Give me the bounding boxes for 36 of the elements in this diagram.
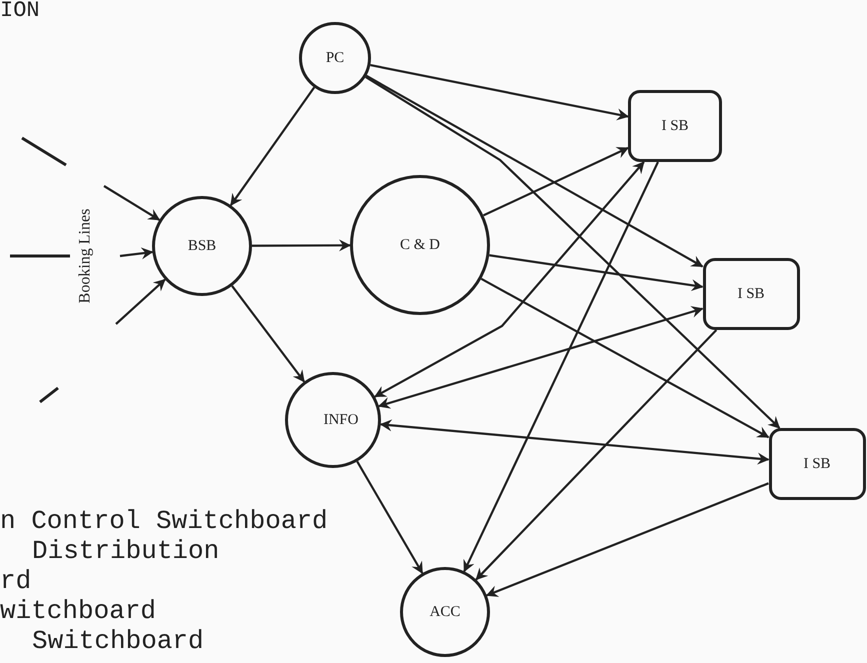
arrow bbox=[103, 185, 160, 221]
arrow bbox=[356, 460, 424, 574]
arrow bbox=[374, 161, 645, 398]
arrow bbox=[230, 86, 316, 206]
arrow bbox=[482, 146, 629, 216]
arrow bbox=[120, 247, 154, 260]
text-label: ION bbox=[0, 0, 40, 22]
text-label: rd bbox=[0, 568, 32, 594]
arrow bbox=[115, 278, 166, 325]
node-label: INFO bbox=[323, 410, 358, 430]
node-box bbox=[768, 428, 866, 500]
node-label: I SB bbox=[661, 116, 689, 136]
node-label: PC bbox=[326, 48, 344, 68]
text-label: n Control Switchboard bbox=[0, 508, 328, 534]
arrow bbox=[365, 76, 780, 429]
text-label: Switchboard bbox=[32, 628, 204, 654]
arrow bbox=[366, 74, 704, 268]
arrow bbox=[231, 285, 305, 382]
node-box bbox=[628, 90, 722, 162]
text-label: Distribution bbox=[32, 538, 220, 564]
node-label: C & D bbox=[400, 236, 440, 255]
arrow bbox=[475, 329, 718, 580]
text-label: witchboard bbox=[0, 598, 156, 624]
text-label: Booking Lines bbox=[77, 208, 94, 304]
arrow bbox=[486, 482, 769, 597]
arrow bbox=[489, 254, 704, 292]
node-box bbox=[702, 258, 800, 330]
node-label: I SB bbox=[737, 284, 765, 304]
arrow bbox=[380, 419, 770, 465]
arrow bbox=[252, 239, 351, 252]
arrow bbox=[480, 278, 770, 438]
arrow bbox=[463, 162, 659, 572]
arrow bbox=[370, 64, 629, 120]
node-label: ACC bbox=[430, 602, 460, 622]
node-label: I SB bbox=[803, 454, 831, 474]
node-label: BSB bbox=[188, 236, 216, 256]
